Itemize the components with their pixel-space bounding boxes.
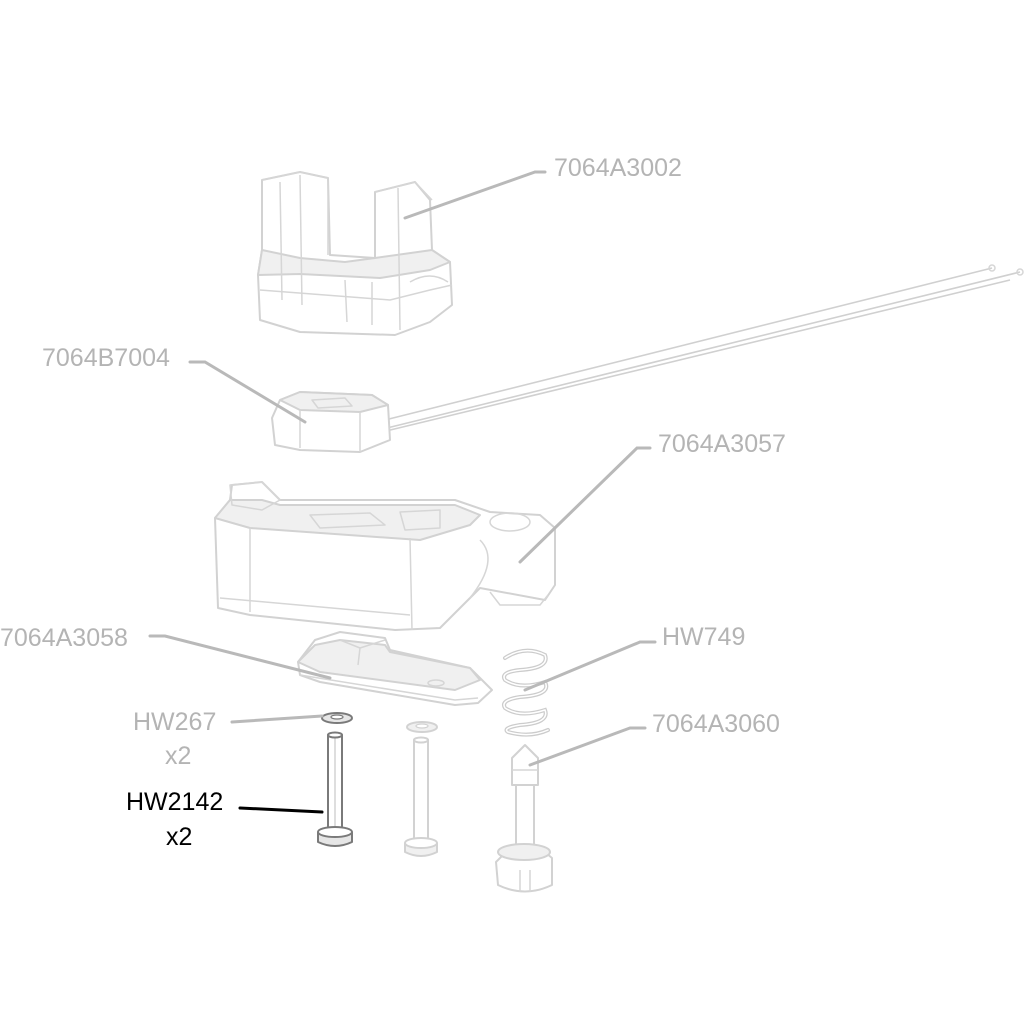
label-screw: HW2142 xyxy=(126,788,223,816)
leader-spring xyxy=(523,640,657,692)
leader-top-bracket xyxy=(403,170,547,220)
label-cover: 7064A3058 xyxy=(0,624,128,652)
leader-connector xyxy=(188,360,307,424)
part-plunger xyxy=(495,744,553,893)
part-top-bracket xyxy=(257,171,453,336)
label-connector: 7064B7004 xyxy=(42,344,170,372)
leader-housing xyxy=(518,446,652,564)
label-spring: HW749 xyxy=(662,623,745,651)
part-screw xyxy=(404,736,438,857)
leader-cover xyxy=(148,634,332,680)
label-housing: 7064A3057 xyxy=(658,430,786,458)
part-spring xyxy=(502,648,550,737)
label-plunger: 7064A3060 xyxy=(652,710,780,738)
part-washer-left xyxy=(321,712,353,724)
leader-washer xyxy=(230,714,324,724)
label-screw-qty: x2 xyxy=(166,823,192,851)
label-washer: HW267 xyxy=(133,708,216,736)
part-washer-right xyxy=(406,721,438,733)
part-cover xyxy=(297,631,493,706)
part-connector xyxy=(271,264,1024,453)
leader-screw xyxy=(238,806,324,814)
part-housing xyxy=(214,481,556,631)
label-washer-qty: x2 xyxy=(165,742,191,770)
label-top-bracket: 7064A3002 xyxy=(554,154,682,182)
part-screw-highlighted xyxy=(317,731,353,847)
leader-plunger xyxy=(528,726,647,767)
